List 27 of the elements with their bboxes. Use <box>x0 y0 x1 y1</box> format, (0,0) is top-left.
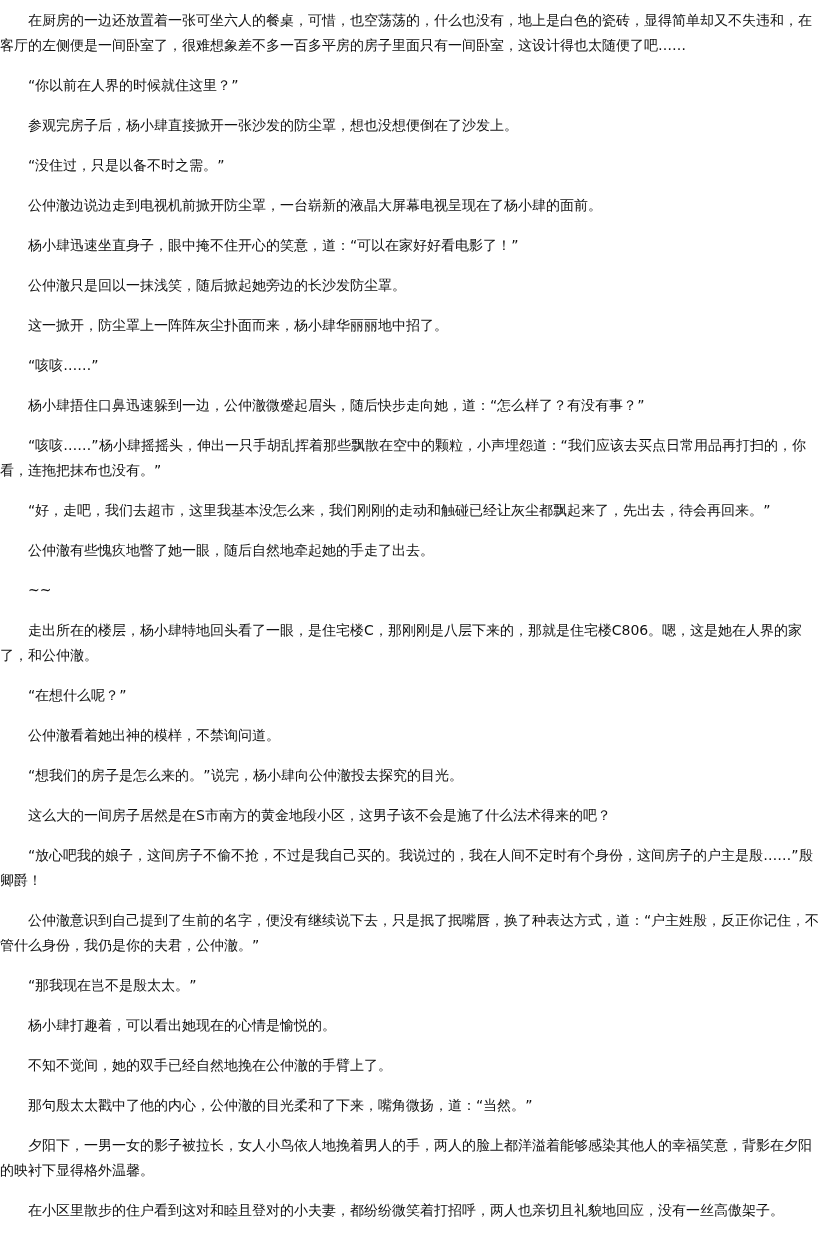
paragraph: 这么大的一间房子居然是在S市南方的黄金地段小区，这男子该不会是施了什么法术得来的吧？ <box>27 806 612 825</box>
paragraph: “没住过，只是以备不时之需。” <box>27 156 226 175</box>
paragraph: 这一掀开，防尘罩上一阵阵灰尘扑面而来，杨小肆华丽丽地中招了。 <box>27 316 449 335</box>
paragraph: 那句殷太太戳中了他的内心，公仲澈的目光柔和了下来，嘴角微扬，道：“当然。” <box>27 1096 534 1115</box>
paragraph: 不知不觉间，她的双手已经自然地挽在公仲澈的手臂上了。 <box>27 1056 393 1075</box>
paragraph: “你以前在人界的时候就住这里？” <box>27 76 240 95</box>
paragraph: 在小区里散步的住户看到这对和睦且登对的小夫妻，都纷纷微笑着打招呼，两人也亲切且礼貌地回应，没有一丝高傲架子。 <box>27 1201 785 1220</box>
paragraph: 公仲澈只是回以一抹浅笑，随后掀起她旁边的长沙发防尘罩。 <box>27 276 407 295</box>
paragraph: “好，走吧，我们去超市，这里我基本没怎么来，我们刚刚的走动和触碰已经让灰尘都飘起来了，先出去，待会再回来。” <box>27 501 772 520</box>
paragraph: “那我现在岂不是殷太太。” <box>27 976 198 995</box>
paragraph: “咳咳……” <box>27 356 100 375</box>
paragraph: 杨小肆捂住口鼻迅速躲到一边，公仲澈微蹙起眉头，随后快步走向她，道：“怎么样了？有没有事？” <box>27 396 646 415</box>
paragraph: “想我们的房子是怎么来的。”说完，杨小肆向公仲澈投去探究的目光。 <box>27 766 464 785</box>
paragraph: 夕阳下，一男一女的影子被拉长，女人小鸟依人地挽着男人的手，两人的脸上都洋溢着能够感染其他人的幸福笑意，背影在夕阳的映衬下显得格外温馨。 <box>0 1136 813 1180</box>
paragraph: 杨小肆打趣着，可以看出她现在的心情是愉悦的。 <box>27 1016 337 1035</box>
paragraph: 公仲澈意识到自己提到了生前的名字，便没有继续说下去，只是抿了抿嘴唇，换了种表达方式，道：“户主姓殷，反正你记住，不管什么身份，我仍是你的夫君，公仲澈。” <box>0 911 821 955</box>
paragraph: 公仲澈看着她出神的模样，不禁询问道。 <box>27 726 281 745</box>
paragraph: ~~ <box>27 581 53 600</box>
paragraph: 在厨房的一边还放置着一张可坐六人的餐桌，可惜，也空荡荡的，什么也没有，地上是白色的瓷砖，显得简单却又不失违和，在客厅的左侧便是一间卧室了，很难想象差不多一百多平房的房子里面只有一间卧室，这设计得也太随便了吧…… <box>0 11 813 55</box>
paragraph: “放心吧我的娘子，这间房子不偷不抢，不过是我自己买的。我说过的，我在人间不定时有个身份，这间房子的户主是殷……”殷卿爵！ <box>0 846 814 890</box>
paragraph: 杨小肆迅速坐直身子，眼中掩不住开心的笑意，道：“可以在家好好看电影了！” <box>27 236 520 255</box>
paragraph: “咳咳……”杨小肆摇摇头，伸出一只手胡乱挥着那些飘散在空中的颗粒，小声埋怨道：“我们应该去买点日常用品再打扫的，你看，连拖把抹布也没有。” <box>0 436 807 480</box>
paragraph: 公仲澈边说边走到电视机前掀开防尘罩，一台崭新的液晶大屏幕电视呈现在了杨小肆的面前。 <box>27 196 603 215</box>
paragraph: 参观完房子后，杨小肆直接掀开一张沙发的防尘罩，想也没想便倒在了沙发上。 <box>27 116 519 135</box>
paragraph: 公仲澈有些愧疚地瞥了她一眼，随后自然地牵起她的手走了出去。 <box>27 541 435 560</box>
paragraph: “在想什么呢？” <box>27 686 128 705</box>
paragraph: 走出所在的楼层，杨小肆特地回头看了一眼，是住宅楼C，那刚刚是八层下来的，那就是住宅楼C806。嗯，这是她在人界的家了，和公仲澈。 <box>0 621 804 665</box>
